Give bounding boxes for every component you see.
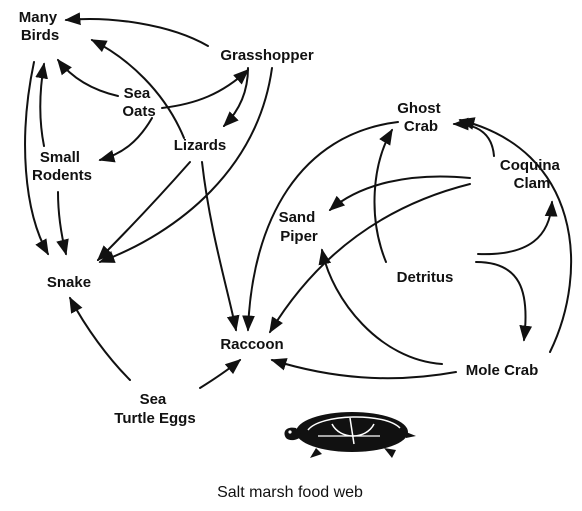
edge-detritus-to-mole-crab [476,262,526,340]
diagram-caption: Salt marsh food web [217,484,363,501]
edge-lizards-to-snake [98,162,190,260]
node-coquina-clam: Coquina Clam [500,157,564,192]
nodes-layer: Many Birds Grasshopper Sea Oats Lizards … [19,9,564,427]
node-snake: Snake [47,274,91,291]
edge-detritus-to-ghost-crab [375,130,392,262]
node-sea-turtle-eggs: Sea Turtle Eggs [114,391,195,427]
edge-sea-oats-to-many-birds [58,60,118,96]
node-ghost-crab: Ghost Crab [397,100,445,135]
node-detritus: Detritus [397,269,454,286]
edge-coquina-clam-to-sand-piper [330,176,470,210]
edge-sea-oats-to-small-rodents [100,118,152,160]
edge-sea-oats-to-grasshopper [162,70,248,108]
arrows-layer [25,19,571,388]
edge-detritus-to-coquina-clam [478,202,552,254]
node-raccoon: Raccoon [220,336,283,353]
node-mole-crab: Mole Crab [466,362,539,379]
node-sea-oats: Sea Oats [122,85,155,120]
edge-small-rodents-to-many-birds [40,64,44,146]
edge-lizards-to-raccoon [202,162,236,330]
node-grasshopper: Grasshopper [220,47,314,64]
node-small-rodents: Small Rodents [32,149,92,184]
edge-mole-crab-to-sand-piper [322,250,442,364]
node-many-birds: Many Birds [19,9,62,44]
node-lizards: Lizards [174,137,227,154]
edge-coquina-clam-to-raccoon [270,184,470,332]
edge-grasshopper-to-lizards [224,68,248,126]
edge-sea-turtle-eggs-to-snake [70,298,130,380]
edge-mole-crab-to-ghost-crab [460,120,571,352]
edge-small-rodents-to-snake [58,192,66,254]
edge-sea-turtle-eggs-to-raccoon [200,360,240,388]
turtle-icon [284,412,416,458]
node-sand-piper: Sand Piper [279,209,320,245]
edge-grasshopper-to-many-birds [66,19,208,46]
